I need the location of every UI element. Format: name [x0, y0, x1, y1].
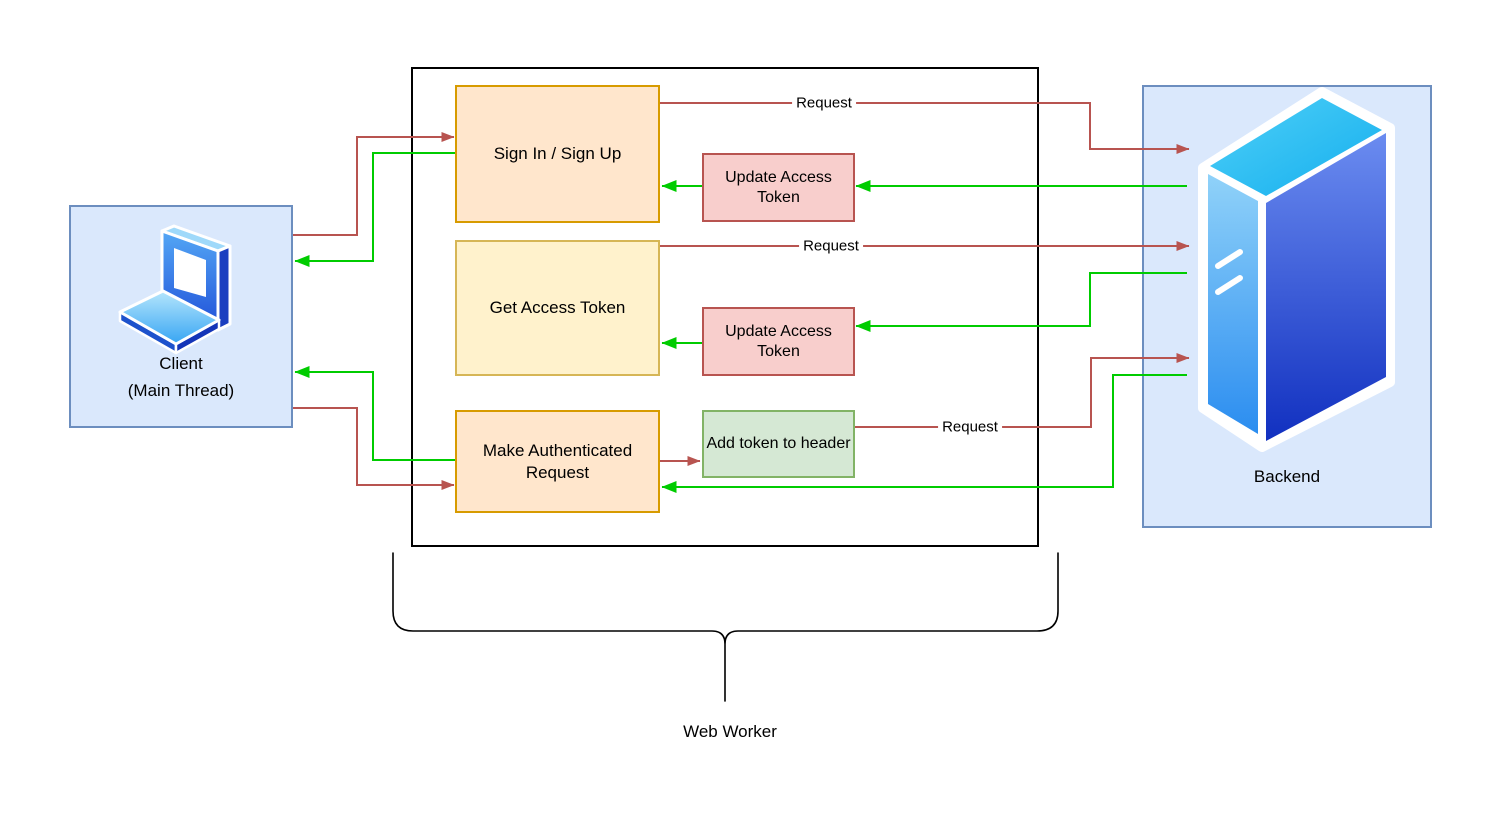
add-token-to-header-label: Add token to header	[706, 435, 851, 452]
backend-label: Backend	[1253, 467, 1321, 486]
client-label: Client (Main Thread)	[69, 350, 293, 404]
get-access-token-node: Get Access Token	[455, 240, 660, 376]
edge-signin-to-client	[294, 152, 455, 267]
edge-add-token-to-backend-request	[855, 353, 1190, 428]
edge-client-to-signin	[293, 132, 455, 236]
make-authenticated-request-node: Make Authenticated Request	[455, 410, 660, 513]
update-access-token-middle-node: Update Access Token	[702, 307, 855, 376]
add-token-to-header-node: Add token to header	[702, 410, 855, 478]
edge-signin-to-backend-request	[660, 102, 1190, 154]
request-label-gettoken: Request	[799, 237, 863, 255]
web-worker-label: Web Worker	[683, 722, 777, 741]
make-authenticated-request-label: Make Authenticated Request	[482, 441, 633, 482]
sign-in-node: Sign In / Sign Up	[455, 85, 660, 223]
edge-make-request-to-client	[294, 366, 455, 461]
web-worker-brace	[392, 552, 1059, 702]
request-label-authenticated: Request	[938, 418, 1002, 436]
update-access-token-top-node: Update Access Token	[702, 153, 855, 222]
request-label-signin: Request	[792, 94, 856, 112]
update-access-token-middle-label: Update Access Token	[725, 322, 832, 360]
update-access-token-top-label: Update Access Token	[725, 168, 832, 206]
edge-client-to-make-request	[293, 407, 455, 490]
backend-node	[1142, 85, 1432, 528]
get-access-token-label: Get Access Token	[489, 298, 626, 318]
client-subtitle: (Main Thread)	[127, 381, 235, 400]
sign-in-label: Sign In / Sign Up	[493, 144, 622, 164]
edge-backend-to-update-token-middle	[855, 272, 1187, 332]
client-title: Client	[159, 354, 203, 373]
